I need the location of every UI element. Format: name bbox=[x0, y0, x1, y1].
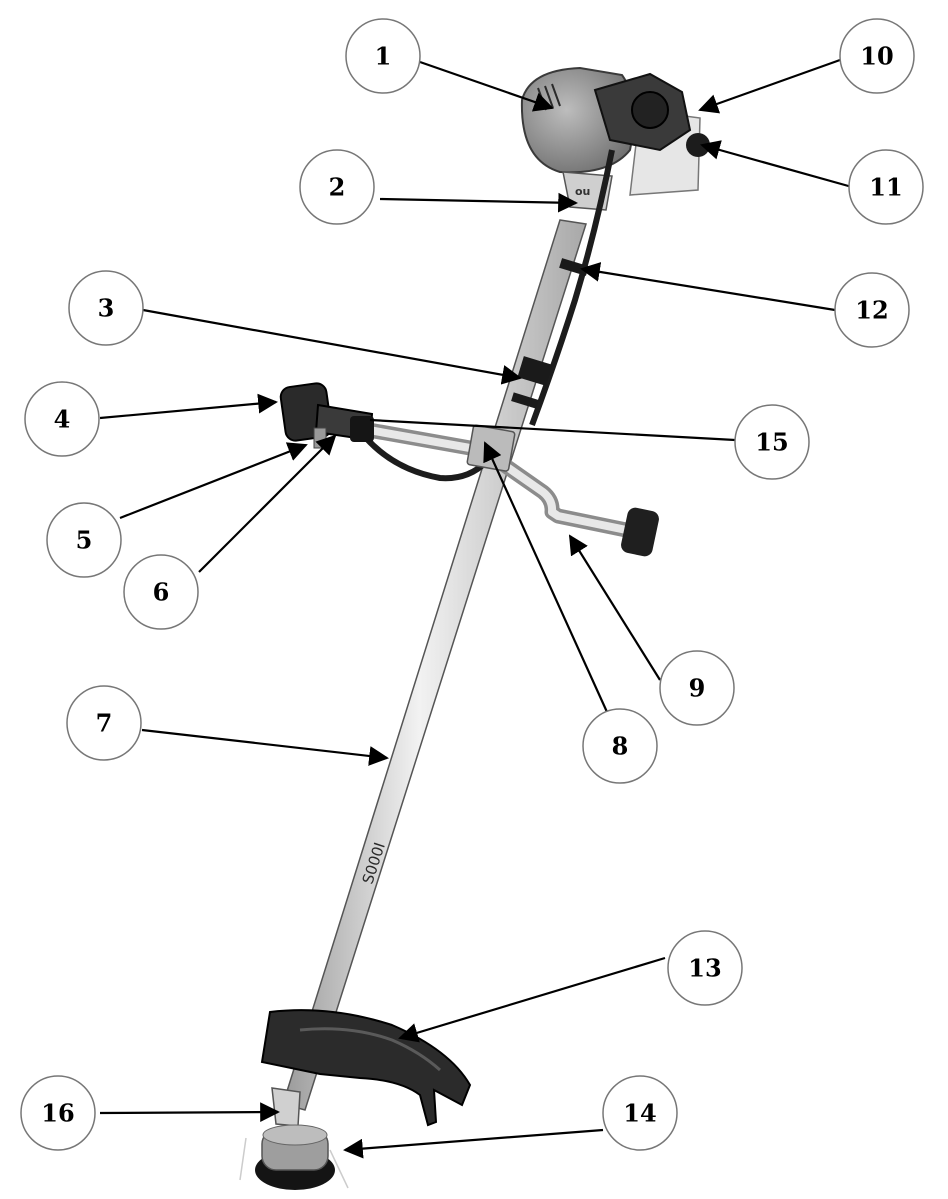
right-grip bbox=[621, 507, 659, 557]
cable-clips bbox=[511, 258, 589, 409]
callout-10: 10 bbox=[839, 18, 915, 94]
callout-label-3: 3 bbox=[98, 294, 115, 323]
leader-line-11 bbox=[700, 140, 853, 189]
leader-line-2 bbox=[379, 192, 578, 213]
callout-label-1: 1 bbox=[375, 42, 392, 71]
leader-line-16 bbox=[99, 1102, 280, 1122]
callout-8: 8 bbox=[582, 708, 658, 784]
drive-shaft: S000I bbox=[282, 219, 587, 1111]
callout-label-2: 2 bbox=[329, 173, 346, 202]
callout-4: 4 bbox=[24, 381, 100, 457]
callout-1: 1 bbox=[345, 18, 421, 94]
callout-label-4: 4 bbox=[54, 405, 71, 434]
leader-line-9 bbox=[568, 534, 661, 681]
callout-label-13: 13 bbox=[688, 954, 721, 983]
recoil-starter bbox=[593, 72, 692, 152]
callout-label-11: 11 bbox=[869, 173, 902, 202]
choke-knob bbox=[686, 133, 710, 157]
leader-line-3 bbox=[142, 308, 522, 385]
callout-label-12: 12 bbox=[855, 296, 888, 325]
callout-13: 13 bbox=[667, 930, 743, 1006]
leader-line-1 bbox=[419, 60, 554, 112]
leader-line-5 bbox=[119, 442, 308, 520]
leader-line-6 bbox=[198, 434, 337, 573]
trimmer-head bbox=[239, 1124, 349, 1190]
leader-line-4 bbox=[99, 393, 278, 420]
brush-cutter-illustration: S000I ou bbox=[239, 66, 710, 1190]
callout-5: 5 bbox=[46, 502, 122, 578]
callout-2: 2 bbox=[299, 149, 375, 225]
callout-label-14: 14 bbox=[623, 1099, 656, 1128]
leader-line-10 bbox=[698, 58, 841, 114]
svg-text:ou: ou bbox=[575, 185, 590, 198]
callouts: 1 2 3 4 5 6 7 8 bbox=[20, 18, 924, 1151]
leader-line-15 bbox=[369, 418, 736, 442]
callout-label-5: 5 bbox=[76, 526, 93, 555]
leader-lines bbox=[99, 58, 853, 1159]
gear-head bbox=[271, 1087, 301, 1127]
callout-6: 6 bbox=[123, 554, 199, 630]
leader-line-12 bbox=[580, 262, 836, 312]
leader-line-8 bbox=[483, 441, 609, 713]
callout-11: 11 bbox=[848, 149, 924, 225]
callout-label-10: 10 bbox=[860, 42, 893, 71]
callout-14: 14 bbox=[602, 1075, 678, 1151]
callout-label-6: 6 bbox=[153, 578, 170, 607]
callout-7: 7 bbox=[66, 685, 142, 761]
leader-line-7 bbox=[141, 728, 389, 766]
leader-line-14 bbox=[343, 1128, 604, 1159]
callout-12: 12 bbox=[834, 272, 910, 348]
callout-3: 3 bbox=[68, 270, 144, 346]
callout-9: 9 bbox=[659, 650, 735, 726]
callout-16: 16 bbox=[20, 1075, 96, 1151]
callout-label-8: 8 bbox=[612, 732, 629, 761]
callout-label-15: 15 bbox=[755, 428, 788, 457]
throttle-cable bbox=[363, 149, 615, 482]
callout-label-16: 16 bbox=[41, 1099, 74, 1128]
handle-clamp bbox=[466, 424, 516, 472]
callout-label-9: 9 bbox=[689, 674, 706, 703]
callout-label-7: 7 bbox=[96, 709, 113, 738]
leader-line-13 bbox=[398, 956, 666, 1043]
throttle-handle bbox=[279, 382, 374, 449]
callout-15: 15 bbox=[734, 404, 810, 480]
